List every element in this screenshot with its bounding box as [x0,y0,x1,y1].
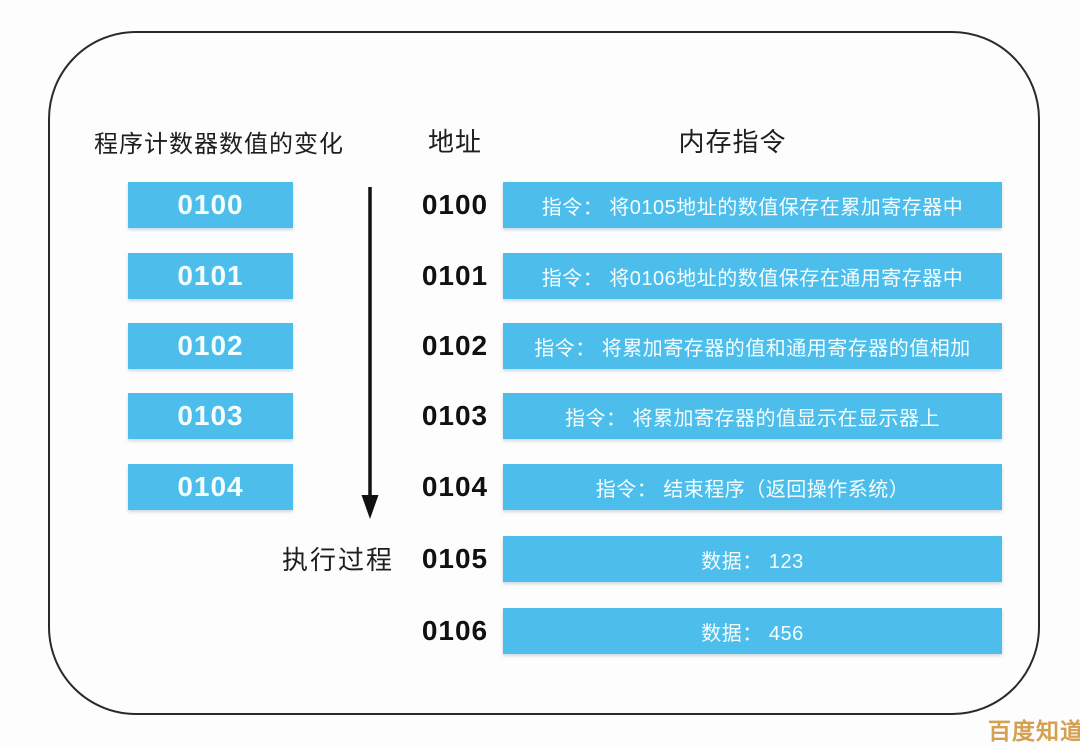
pc-box: 0103 [128,393,293,439]
address-label: 0100 [421,189,489,220]
pc-box: 0102 [128,323,293,369]
memory-instruction-box: 指令： 将累加寄存器的值显示在显示器上 [503,393,1002,439]
memory-instruction-box: 指令： 将0106地址的数值保存在通用寄存器中 [503,253,1002,299]
memory-instruction-box: 指令： 结束程序（返回操作系统） [503,464,1002,510]
address-label: 0104 [421,471,489,502]
address-header: 地址 [427,127,482,157]
memory-instruction-header: 内存指令 [678,127,787,157]
down-arrow-icon [361,187,379,519]
execution-process-label: 执行过程 [282,545,395,575]
memory-data-box: 数据： 123 [503,536,1002,582]
memory-data-box: 数据： 456 [503,608,1002,654]
address-label: 0101 [421,260,489,291]
pc-box: 0104 [128,464,293,510]
address-label: 0106 [421,615,489,646]
diagram-border [48,31,1040,715]
memory-instruction-box: 指令： 将累加寄存器的值和通用寄存器的值相加 [503,323,1002,369]
address-label: 0102 [421,330,489,361]
baidu-zhidao-watermark: 百度知道 [988,718,1080,744]
address-label: 0103 [421,400,489,431]
program-counter-header: 程序计数器数值的变化 [94,131,344,158]
address-label: 0105 [421,543,489,574]
pc-box: 0100 [128,182,293,228]
pc-box: 0101 [128,253,293,299]
memory-instruction-box: 指令： 将0105地址的数值保存在累加寄存器中 [503,182,1002,228]
